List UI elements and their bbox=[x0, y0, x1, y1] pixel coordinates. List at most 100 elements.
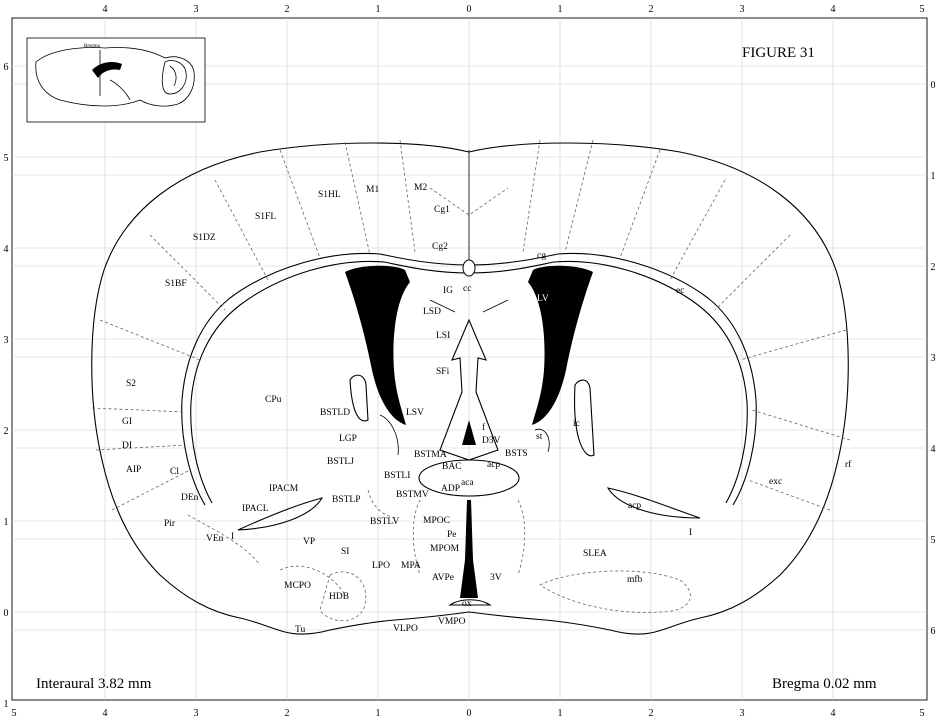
region-Cl: Cl bbox=[170, 467, 179, 477]
right-tick: 5 bbox=[931, 535, 936, 546]
region-rf: rf bbox=[845, 459, 852, 470]
top-tick: 5 bbox=[920, 4, 925, 15]
region-HDB: HDB bbox=[329, 592, 349, 602]
region-cg: cg bbox=[537, 251, 546, 261]
right-tick: 1 bbox=[931, 171, 936, 182]
region-LPO: LPO bbox=[372, 561, 390, 571]
region-LGP: LGP bbox=[339, 434, 357, 444]
bottom-tick: 3 bbox=[194, 708, 199, 719]
region-VMPO: VMPO bbox=[438, 617, 466, 627]
region-IG: IG bbox=[443, 286, 453, 296]
region-IPACM: IPACM bbox=[269, 484, 299, 494]
region-DI: DI bbox=[122, 441, 132, 451]
region-ec: ec bbox=[676, 286, 684, 296]
bottom-tick: 0 bbox=[467, 708, 472, 719]
region-CPu: CPu bbox=[265, 395, 282, 405]
right-tick: 0 bbox=[931, 80, 936, 91]
region-S1HL: S1HL bbox=[318, 190, 341, 200]
region-S1BF: S1BF bbox=[165, 279, 187, 289]
bottom-tick: 5 bbox=[920, 708, 925, 719]
top-tick: 4 bbox=[103, 4, 108, 15]
inset-title: Bregma bbox=[84, 44, 101, 49]
region-labels: S1HL M1 M2 S1FL Cg1 S1DZ Cg2 cg S1BF IG … bbox=[122, 183, 852, 635]
region-ic: ic bbox=[573, 419, 580, 429]
region-BSTLD: BSTLD bbox=[320, 408, 350, 418]
bottom-tick: 1 bbox=[558, 708, 563, 719]
region-aca: aca bbox=[461, 478, 474, 488]
region-LSI: LSI bbox=[436, 331, 450, 341]
top-tick: 1 bbox=[376, 4, 381, 15]
sagittal-inset: Bregma bbox=[26, 37, 206, 123]
region-SLEA: SLEA bbox=[583, 549, 607, 559]
region-BSTLV: BSTLV bbox=[370, 517, 399, 527]
left-tick: 1 bbox=[4, 699, 9, 710]
right-tick: 6 bbox=[931, 626, 936, 637]
region-LSD: LSD bbox=[423, 307, 441, 317]
region-S1DZ: S1DZ bbox=[193, 233, 216, 243]
region-S2: S2 bbox=[126, 379, 136, 389]
region-SFi: SFi bbox=[436, 367, 450, 377]
top-tick: 4 bbox=[831, 4, 836, 15]
region-BSTLI: BSTLI bbox=[384, 471, 410, 481]
brain-section bbox=[91, 139, 851, 635]
region-f: f bbox=[482, 422, 486, 433]
left-tick: 3 bbox=[4, 335, 9, 346]
region-Pe: Pe bbox=[447, 530, 457, 540]
left-axis-labels: 6 5 4 3 2 1 0 1 bbox=[4, 62, 9, 710]
top-axis-labels: 4 3 2 1 0 1 2 3 4 5 bbox=[103, 4, 925, 15]
bregma-label: Bregma 0.02 mm bbox=[772, 676, 877, 692]
bottom-tick: 5 bbox=[12, 708, 17, 719]
region-Cg1: Cg1 bbox=[434, 205, 450, 215]
left-tick: 5 bbox=[4, 153, 9, 164]
region-cc: cc bbox=[463, 284, 471, 294]
top-tick: 1 bbox=[558, 4, 563, 15]
bottom-tick: 2 bbox=[285, 708, 290, 719]
bottom-tick: 4 bbox=[103, 708, 108, 719]
bottom-tick: 2 bbox=[649, 708, 654, 719]
region-MPOC: MPOC bbox=[423, 516, 450, 526]
region-BSTS: BSTS bbox=[505, 449, 528, 459]
bottom-axis-labels: 5 4 3 2 1 0 1 2 3 4 5 bbox=[12, 708, 925, 719]
region-I-right: I bbox=[689, 528, 692, 538]
region-IPACL: IPACL bbox=[242, 504, 269, 514]
region-acp-top: acp bbox=[487, 460, 500, 470]
top-tick: 0 bbox=[467, 4, 472, 15]
region-S1FL: S1FL bbox=[255, 212, 276, 222]
figure-label: FIGURE 31 bbox=[742, 45, 815, 61]
interaural-label: Interaural 3.82 mm bbox=[36, 676, 152, 692]
left-tick: 4 bbox=[4, 244, 9, 255]
region-acp-right: acp bbox=[628, 501, 641, 511]
region-BSTLP: BSTLP bbox=[332, 495, 361, 505]
region-BSTMA: BSTMA bbox=[414, 450, 447, 460]
top-tick: 3 bbox=[194, 4, 199, 15]
region-MPOM: MPOM bbox=[430, 544, 460, 554]
region-BAC: BAC bbox=[442, 462, 462, 472]
bottom-tick: 3 bbox=[740, 708, 745, 719]
region-GI: GI bbox=[122, 417, 132, 427]
region-I-left: I bbox=[231, 532, 234, 542]
region-SI: SI bbox=[341, 547, 349, 557]
region-st: st bbox=[536, 432, 543, 442]
region-AVPe: AVPe bbox=[432, 573, 454, 583]
region-mfb: mfb bbox=[627, 574, 643, 585]
region-ox: ox bbox=[462, 599, 472, 609]
region-BSTMV: BSTMV bbox=[396, 490, 429, 500]
region-LV: LV bbox=[537, 294, 549, 304]
bottom-tick: 4 bbox=[831, 708, 836, 719]
region-VLPO: VLPO bbox=[393, 624, 418, 634]
region-Tu: Tu bbox=[295, 625, 305, 635]
right-axis-labels: 0 1 2 3 4 5 6 bbox=[931, 80, 936, 637]
region-ADP: ADP bbox=[441, 484, 460, 494]
region-VP: VP bbox=[303, 537, 315, 547]
left-tick: 6 bbox=[4, 62, 9, 73]
region-M1: M1 bbox=[366, 185, 379, 195]
region-3V: 3V bbox=[490, 573, 502, 583]
region-LSV: LSV bbox=[406, 408, 424, 418]
region-VEn: VEn bbox=[206, 534, 224, 544]
region-Cg2: Cg2 bbox=[432, 242, 448, 252]
top-tick: 3 bbox=[740, 4, 745, 15]
left-tick: 2 bbox=[4, 426, 9, 437]
plate-frame bbox=[11, 17, 928, 701]
